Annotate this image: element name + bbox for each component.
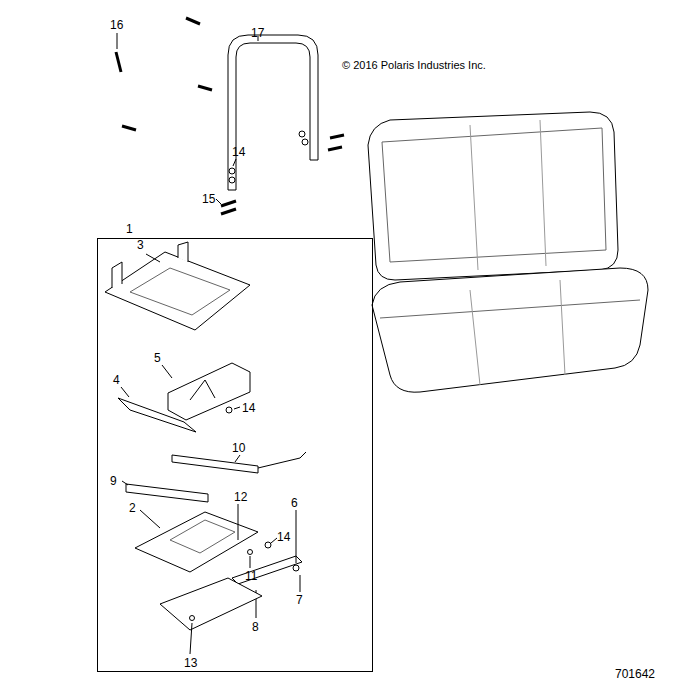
copyright-note: © 2016 Polaris Industries Inc. <box>342 58 486 72</box>
drawing-stroke <box>122 481 128 485</box>
drawing-stroke <box>233 159 236 166</box>
callout-number: 11 <box>245 569 257 583</box>
drawing-stroke <box>228 35 318 190</box>
drawing-stroke <box>216 199 221 204</box>
drawing-stroke <box>229 177 235 183</box>
drawing-stroke <box>172 455 258 473</box>
drawing-stroke <box>168 363 250 420</box>
drawing-stroke <box>470 280 565 385</box>
drawing-stroke <box>226 407 232 413</box>
drawing-stroke <box>116 52 121 72</box>
drawing-stroke <box>300 575 301 592</box>
callout-number: 2 <box>129 501 136 515</box>
drawing-stroke <box>122 126 136 130</box>
assembly-box: 1 <box>97 238 373 672</box>
callout-number: 14 <box>242 401 255 415</box>
drawing-stroke <box>130 268 230 315</box>
fasteners <box>116 18 344 214</box>
figure-number: 701642 <box>615 667 655 681</box>
seat-base-parts <box>105 242 306 654</box>
drawing-stroke <box>105 252 250 330</box>
drawing-stroke <box>160 578 262 630</box>
drawing-stroke <box>380 300 640 318</box>
drawing-stroke <box>382 128 606 262</box>
callout-number: 1 <box>126 222 133 236</box>
drawing-stroke <box>198 86 212 90</box>
callout-number: 5 <box>154 351 161 365</box>
drawing-stroke <box>368 112 618 280</box>
drawing-stroke <box>328 147 342 150</box>
callout-number: 17 <box>251 26 264 40</box>
drawing-stroke <box>117 33 118 49</box>
drawing-stroke <box>302 139 308 145</box>
callout-number: 16 <box>110 18 123 32</box>
drawing-stroke <box>186 18 200 24</box>
drawing-stroke <box>250 556 251 568</box>
drawing-stroke <box>372 268 648 392</box>
callout-number: 9 <box>110 474 117 488</box>
drawing-stroke <box>248 550 253 555</box>
drawing-stroke <box>229 168 235 174</box>
drawing-stroke <box>190 380 215 400</box>
drawing-stroke <box>299 131 305 137</box>
drawing-stroke <box>121 387 129 397</box>
callout-number: 6 <box>291 496 298 510</box>
drawing-stroke <box>162 365 172 378</box>
drawing-stroke <box>126 484 208 502</box>
drawing-stroke <box>470 120 546 270</box>
drawing-stroke <box>235 455 240 462</box>
seat-cushions <box>368 112 648 392</box>
drawing-stroke <box>265 542 271 548</box>
drawing-stroke <box>234 407 240 409</box>
callout-number: 8 <box>252 620 259 634</box>
callout-number: 7 <box>296 593 303 607</box>
drawing-stroke <box>232 556 302 584</box>
drawing-stroke <box>221 201 236 206</box>
drawing-stroke <box>330 135 344 138</box>
callout-number: 15 <box>202 192 215 206</box>
callout-number: 13 <box>184 656 197 670</box>
drawing-stroke <box>221 209 236 214</box>
callout-number: 4 <box>113 373 120 387</box>
callout-number: 3 <box>137 238 144 252</box>
drawing-stroke <box>170 520 235 553</box>
drawing-stroke <box>146 254 160 262</box>
callout-number: 10 <box>232 441 245 455</box>
drawing-stroke <box>112 242 188 288</box>
drawing-stroke <box>190 623 192 654</box>
callout-number: 14 <box>232 145 245 159</box>
drawing-stroke <box>118 398 196 432</box>
drawing-stroke <box>238 504 239 540</box>
drawing-stroke <box>135 512 258 572</box>
drawing-stroke <box>140 510 160 528</box>
drawing-stroke <box>293 565 299 571</box>
drawing-stroke <box>296 510 297 563</box>
drawing-stroke <box>271 538 277 543</box>
drawing-stroke <box>190 616 195 621</box>
drawing-stroke <box>258 452 306 468</box>
callout-number: 12 <box>234 490 247 504</box>
grab-bar <box>228 35 318 190</box>
callout-number: 14 <box>277 530 290 544</box>
